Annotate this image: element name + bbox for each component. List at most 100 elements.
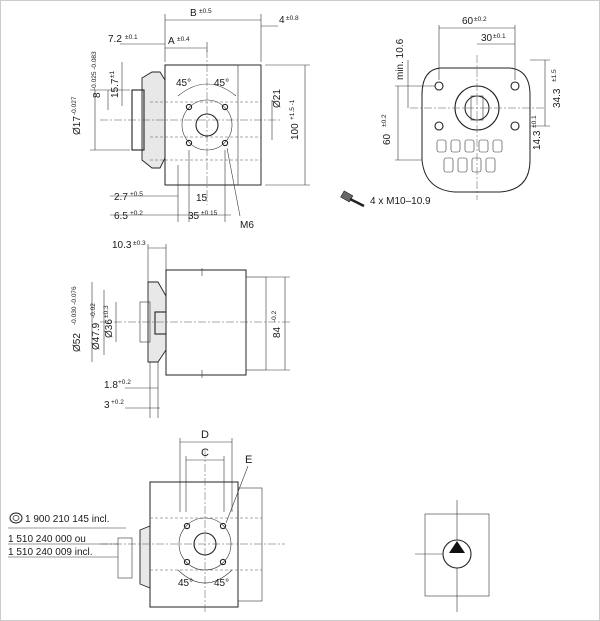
part-number-3: 1 510 240 009 incl. [8, 547, 93, 558]
top-view-m6-hole [185, 103, 193, 111]
flange-rib [464, 139, 475, 153]
part-numbers: 1 900 210 145 incl. 1 510 240 000 ou 1 5… [8, 512, 126, 558]
flange-rib [478, 139, 489, 153]
svg-text:-0.027: -0.027 [71, 96, 78, 115]
bottom-view-hole [219, 522, 227, 530]
flange-rib [436, 139, 447, 153]
dim-6-5-label: 6.5 [114, 211, 128, 222]
svg-text:+0.2: +0.2 [118, 379, 131, 386]
flange-rib [443, 157, 454, 173]
part-number-1: 1 900 210 145 incl. [25, 514, 110, 525]
label-e: E [245, 454, 252, 466]
svg-text:±0.1: ±0.1 [531, 115, 538, 128]
dim-35-label: 35 [188, 211, 200, 222]
angle-45-label: 45° [214, 578, 229, 589]
svg-text:±0.1: ±0.1 [125, 34, 138, 41]
bottom-view-shaft [117, 537, 133, 579]
svg-text:+0.2: +0.2 [130, 210, 143, 217]
side-view-body [165, 269, 247, 376]
dim-17-label: Ø17 [72, 116, 83, 135]
dim-60-label: 60 [462, 16, 474, 27]
angle-45-label: 45° [176, 78, 191, 89]
svg-text:±0.3: ±0.3 [103, 305, 110, 318]
dim-b-label: B [190, 8, 197, 19]
bottom-view-hole [183, 522, 191, 530]
bottom-view-nose [139, 525, 151, 589]
top-view-rear-cover [237, 64, 262, 186]
side-view-rear-cover [245, 276, 267, 371]
svg-text:±0.1: ±0.1 [493, 33, 506, 40]
dim-47-9-label: Ø47.9 [91, 322, 102, 350]
angle-45-label: 45° [214, 78, 229, 89]
dim-60-v-label: 60 [382, 133, 393, 145]
dim-36-label: Ø36 [104, 319, 115, 338]
dim-c-label: C [201, 447, 209, 459]
svg-text:±0.3: ±0.3 [133, 240, 146, 247]
dim-7-2-label: 7.2 [108, 34, 122, 45]
side-view: 10.3 ±0.3 Ø52 -0.030 -0.076 Ø47.9 -0.02 … [71, 240, 290, 418]
flange-rib [492, 139, 503, 153]
svg-text:±0.8: ±0.8 [286, 15, 299, 22]
svg-text:±0.2: ±0.2 [381, 114, 388, 127]
hydraulic-pump-symbol [415, 500, 490, 612]
svg-text:-0.030 -0.076: -0.030 -0.076 [71, 286, 78, 325]
dim-15-7-label: 15.7 [110, 78, 121, 98]
bottom-view-rear-cover [237, 487, 263, 602]
screw-icon [340, 190, 365, 208]
svg-text:-0.2: -0.2 [271, 310, 278, 322]
top-view: B ±0.5 A ±0.4 4 ±0.8 7.2 ±0.1 8 -0.025 -… [71, 8, 310, 231]
top-view-port [195, 113, 219, 137]
flange-bolt-hole [434, 121, 444, 131]
flange-rib [457, 157, 468, 173]
pump-triangle [449, 541, 465, 553]
svg-text:±0.4: ±0.4 [177, 36, 190, 43]
part-number-2: 1 510 240 000 ou [8, 534, 86, 545]
dim-21-label: Ø21 [272, 89, 283, 108]
svg-text:±0.15: ±0.15 [201, 210, 218, 217]
svg-text:-0.02: -0.02 [90, 303, 97, 318]
svg-text:±0.2: ±0.2 [474, 16, 487, 23]
top-view-body [164, 64, 262, 186]
min-10-6-label: min. 10.6 [395, 38, 406, 80]
leader-e [225, 465, 249, 524]
svg-text:+1.5 -1: +1.5 -1 [289, 99, 296, 120]
dim-30-label: 30 [481, 33, 493, 44]
top-view-m6-hole [221, 103, 229, 111]
dim-10-3-label: 10.3 [112, 240, 132, 251]
bottom-view: D C E 45° 45° [100, 429, 285, 612]
dim-8-label: 8 [92, 92, 103, 98]
flange-rib [450, 139, 461, 153]
flange-bolt-hole [510, 81, 520, 91]
svg-text:+0.5: +0.5 [130, 191, 143, 198]
bottom-view-bolt-circle [178, 517, 232, 571]
dim-3-label: 3 [104, 400, 110, 411]
dim-15-label: 15 [196, 193, 208, 204]
top-view-m6-hole [185, 139, 193, 147]
pump-circle [442, 539, 472, 569]
dim-2-7-label: 2.7 [114, 192, 128, 203]
dim-34-3-label: 34.3 [552, 88, 563, 108]
dim-100-label: 100 [290, 123, 301, 140]
leader-m6 [226, 147, 241, 217]
bottom-view-port [193, 532, 217, 556]
top-view-angle-arc [177, 83, 237, 97]
screws-label: 4 x M10–10.9 [370, 196, 431, 207]
flange-bolt-hole [510, 121, 520, 131]
dim-14-3-label: 14.3 [532, 130, 543, 150]
svg-text:±1: ±1 [109, 70, 116, 78]
angle-45-label: 45° [178, 578, 193, 589]
top-view-bolt-circle [181, 99, 233, 151]
bottom-view-angle-arc [177, 569, 233, 584]
svg-text:-0.025 -0.083: -0.025 -0.083 [91, 51, 98, 90]
svg-text:±0.5: ±0.5 [199, 8, 212, 15]
dim-52-label: Ø52 [72, 333, 83, 352]
bottom-view-hole [183, 558, 191, 566]
flange-rib [485, 157, 496, 173]
svg-text:±1.5: ±1.5 [551, 69, 558, 82]
svg-text:+0.2: +0.2 [111, 399, 124, 406]
seal-ring-icon [9, 512, 23, 524]
dim-d-label: D [201, 429, 209, 441]
dim-1-8-label: 1.8 [104, 380, 118, 391]
